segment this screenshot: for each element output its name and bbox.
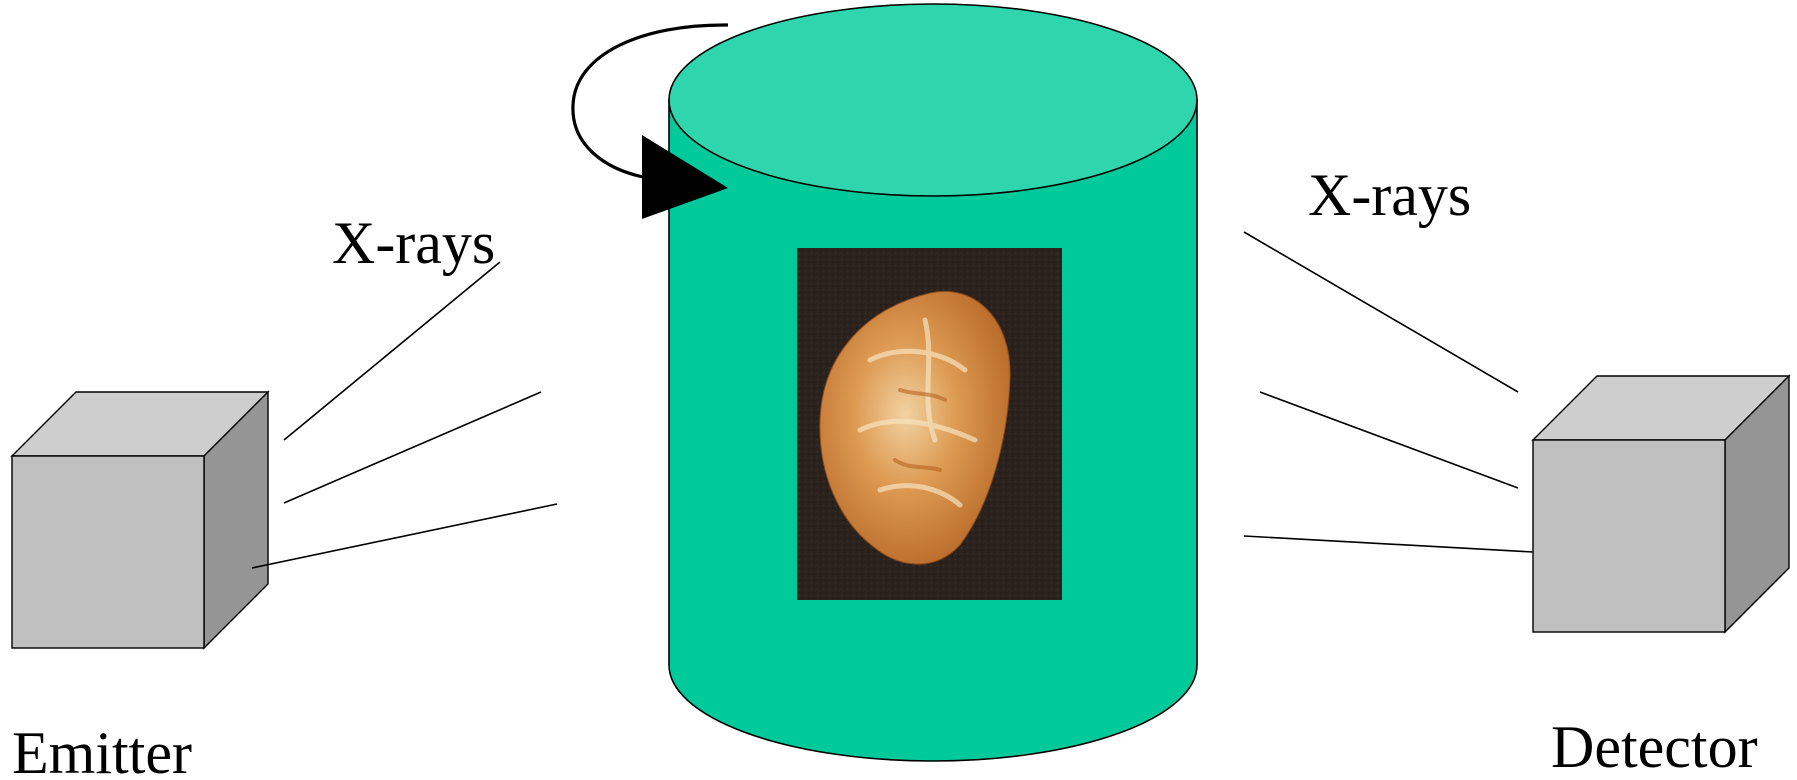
emitter-box [12, 392, 268, 648]
detector-box [1533, 376, 1789, 632]
xrays-label-left: X-rays [332, 210, 495, 276]
emitter-box-front [12, 456, 204, 648]
rock-sample-photo [797, 248, 1062, 600]
emitter-beam-1 [284, 262, 500, 440]
cylinder-top [669, 4, 1197, 196]
detector-beams [1244, 232, 1533, 552]
detector-beam-2 [1260, 392, 1518, 488]
detector-beam-1 [1244, 232, 1518, 392]
xrays-label-right: X-rays [1308, 162, 1471, 228]
detector-box-front [1533, 440, 1725, 632]
emitter-label: Emitter [12, 720, 192, 780]
detector-beam-3 [1244, 536, 1533, 552]
detector-label: Detector [1551, 714, 1758, 780]
emitter-beam-3 [252, 504, 557, 568]
emitter-beams [252, 262, 557, 568]
